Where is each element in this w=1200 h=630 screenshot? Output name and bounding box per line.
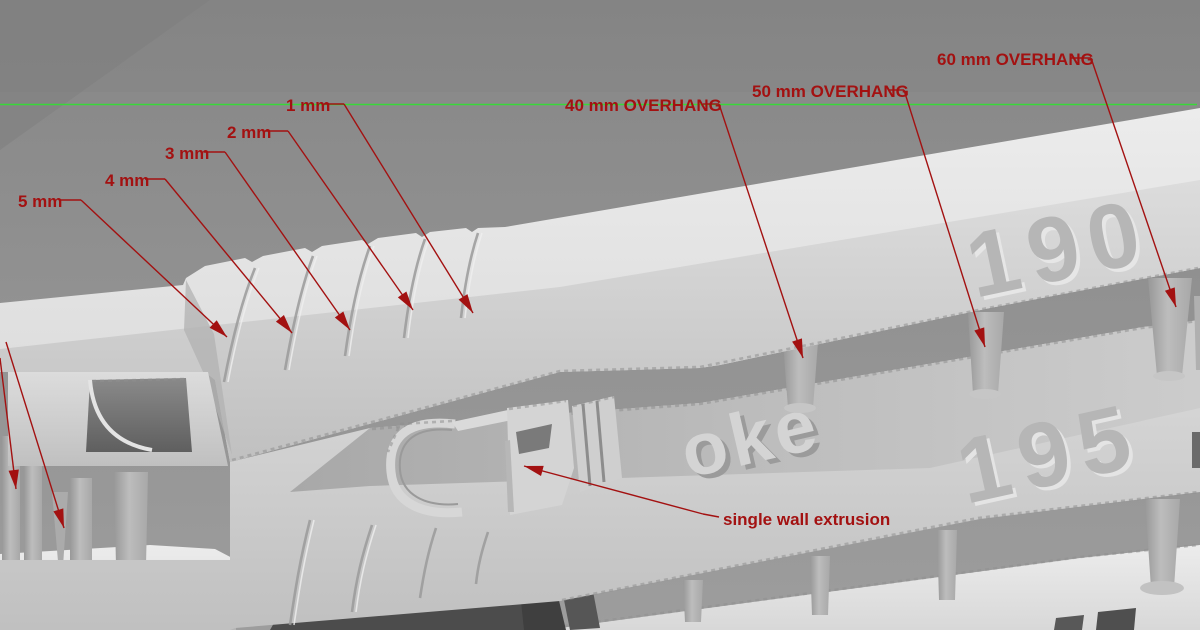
arrowhead bbox=[1164, 287, 1176, 307]
cone-needle bbox=[52, 492, 68, 596]
background-corner-shade bbox=[0, 0, 210, 150]
arch-opening-top bbox=[86, 378, 192, 452]
svg-text:40 mm OVERHANG: 40 mm OVERHANG bbox=[565, 96, 722, 115]
callout-50mm-overhang: 50 mm OVERHANG bbox=[752, 82, 986, 348]
arch-support bbox=[8, 372, 228, 466]
callout-40mm-overhang: 40 mm OVERHANG bbox=[565, 96, 804, 359]
arrowhead bbox=[524, 465, 544, 476]
svg-text:1 mm: 1 mm bbox=[286, 96, 330, 115]
svg-text:5 mm: 5 mm bbox=[18, 192, 62, 211]
callout-offscreen-left bbox=[0, 341, 65, 529]
callout-3mm: 3 mm bbox=[165, 144, 351, 331]
pillar-60mm bbox=[1148, 278, 1192, 376]
callout-2mm: 2 mm bbox=[227, 123, 414, 311]
embossed-mark bbox=[1054, 615, 1084, 630]
arrowhead bbox=[974, 327, 985, 347]
callout-single-wall: single wall extrusion bbox=[523, 465, 890, 529]
arrowhead bbox=[792, 338, 803, 358]
annotations: 5 mm 4 mm 3 mm 2 mm 1 mm 40 mm OVERHANG bbox=[0, 50, 1177, 529]
arrowhead bbox=[334, 311, 350, 330]
callout-60mm-overhang: 60 mm OVERHANG bbox=[937, 50, 1177, 308]
embossed-mark bbox=[1096, 608, 1136, 630]
single-wall-extrusions bbox=[386, 395, 622, 518]
arrowhead bbox=[397, 291, 413, 310]
svg-text:60 mm OVERHANG: 60 mm OVERHANG bbox=[937, 50, 1094, 69]
svg-text:50 mm OVERHANG: 50 mm OVERHANG bbox=[752, 82, 909, 101]
arrowhead bbox=[53, 508, 64, 528]
svg-text:single wall extrusion: single wall extrusion bbox=[723, 510, 890, 529]
shadow-gap-bottom bbox=[270, 601, 548, 630]
model-bar-190: 190 190 bbox=[0, 108, 1200, 466]
arrowhead bbox=[8, 469, 19, 489]
arrowhead bbox=[458, 294, 473, 313]
svg-text:2 mm: 2 mm bbox=[227, 123, 271, 142]
pillars-lower bbox=[2, 436, 1184, 622]
svg-text:4 mm: 4 mm bbox=[105, 171, 149, 190]
callout-1mm: 1 mm bbox=[286, 96, 474, 314]
arrowhead bbox=[275, 315, 292, 333]
svg-text:3 mm: 3 mm bbox=[165, 144, 209, 163]
arrowhead bbox=[209, 320, 227, 337]
callout-5mm: 5 mm bbox=[18, 192, 228, 338]
pillar-40mm bbox=[783, 342, 818, 408]
callout-4mm: 4 mm bbox=[105, 171, 293, 334]
background-top-shade bbox=[0, 0, 1200, 92]
pillar-50mm bbox=[968, 312, 1004, 394]
